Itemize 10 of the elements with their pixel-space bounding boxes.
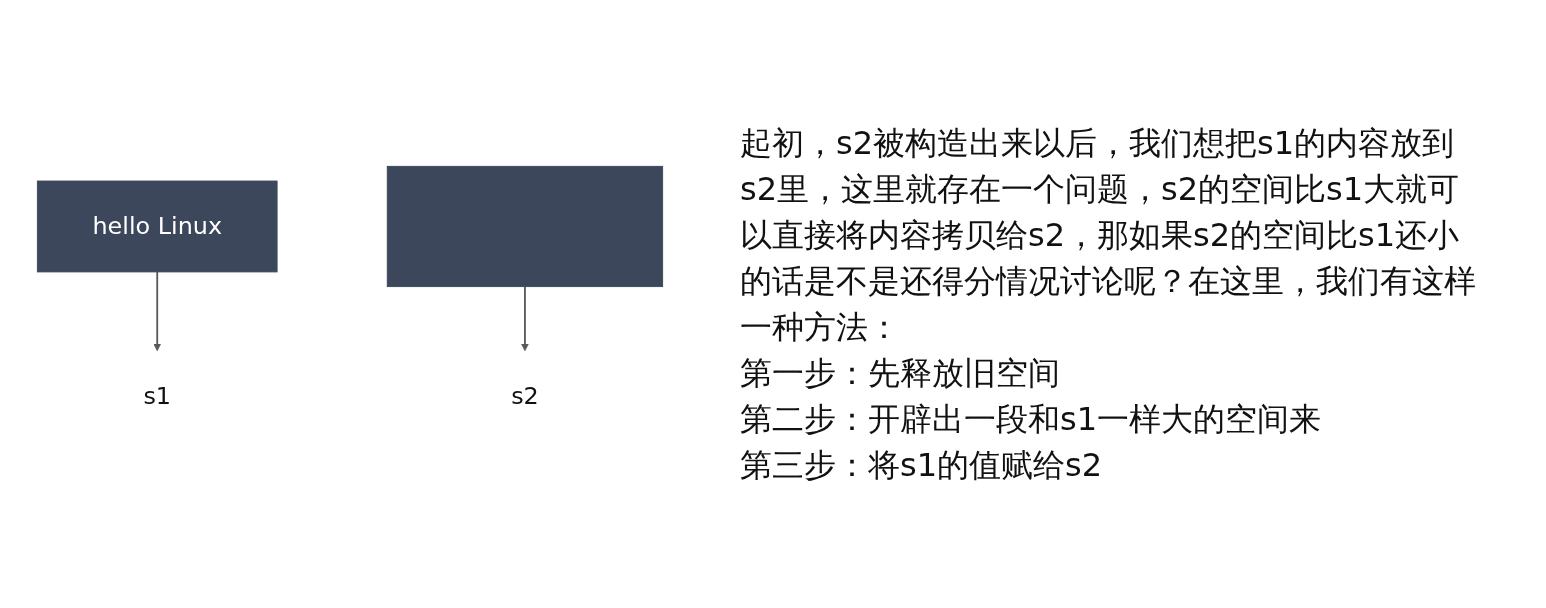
node-text: s2 xyxy=(511,382,539,410)
arrow xyxy=(520,285,529,352)
arrow xyxy=(153,270,162,352)
node-text: s1 xyxy=(143,382,172,410)
step-text: 第三步：将s1的值赋给s2 xyxy=(740,445,1104,486)
step-text: 第二步：开辟出一段和s1一样大的空间来 xyxy=(740,399,1323,440)
node-box: hello Linux xyxy=(36,180,278,273)
step-text: 第一步：先释放旧空间 xyxy=(740,353,1061,394)
note-paragraph: 起初，s2被构造出来以后，我们想把s1的内容放到s2里，这里就存在一个问题，s2的空间比s1大就可以直接将内容拷贝给s2，那如果s2的空间比s1还小的话是不是还得分情况讨论呢？在这里，我们有这样一种方法： xyxy=(740,123,1477,348)
node-box xyxy=(386,165,664,287)
